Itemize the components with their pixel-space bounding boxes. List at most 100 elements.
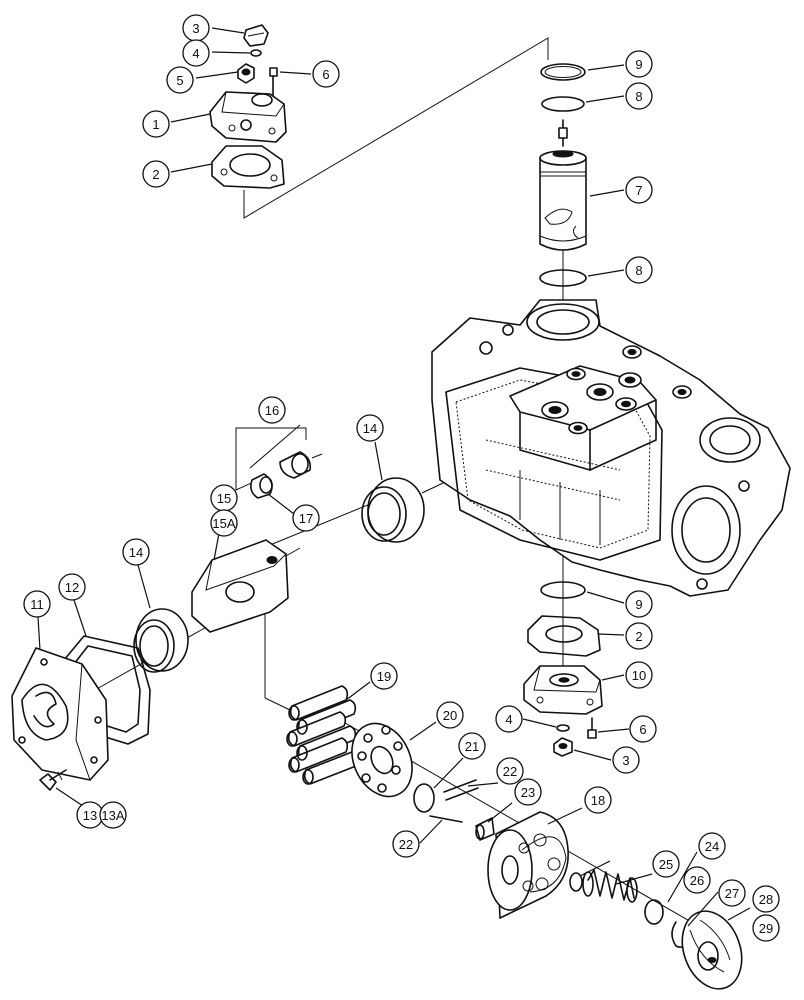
callout-c6a: 6	[312, 60, 340, 88]
callout-bubble	[23, 590, 51, 618]
gasket-2-top	[211, 145, 285, 189]
callout-bubble	[370, 662, 398, 690]
washer-26	[644, 899, 664, 925]
callout-bubble	[514, 778, 542, 806]
callout-c24: 24	[698, 832, 726, 860]
spring-25	[582, 869, 638, 903]
callout-c19: 19	[370, 662, 398, 690]
callout-bubble	[629, 715, 657, 743]
callout-label: 23	[521, 785, 535, 800]
callout-bubble	[625, 50, 653, 78]
callout-bubble	[625, 256, 653, 284]
callout-c3a: 3	[182, 14, 210, 42]
callout-label: 9	[635, 597, 642, 612]
callout-bubble	[99, 801, 127, 829]
callout-bubble	[392, 830, 420, 858]
callout-bubble	[752, 914, 780, 942]
callout-c20: 20	[436, 701, 464, 729]
screw-6-top	[269, 67, 278, 99]
callout-label: 17	[299, 511, 313, 526]
bolt-13	[39, 769, 67, 791]
callout-c17: 17	[292, 504, 320, 532]
seal-8-bottom	[539, 269, 587, 287]
callout-label: 6	[639, 722, 646, 737]
callout-label: 28	[759, 892, 773, 907]
callout-bubble	[625, 661, 653, 689]
callout-c8b: 8	[625, 256, 653, 284]
callout-bubble	[312, 60, 340, 88]
pins-22	[429, 779, 479, 823]
callout-label: 13	[83, 808, 97, 823]
callout-label: 4	[192, 46, 199, 61]
callout-bubble	[612, 746, 640, 774]
callout-c5: 5	[166, 66, 194, 94]
plug-3-bottom	[553, 737, 573, 757]
callout-c18: 18	[584, 786, 612, 814]
callout-bubble	[292, 504, 320, 532]
callout-c13: 13	[76, 801, 104, 829]
callout-c28: 28	[752, 885, 780, 913]
bearing-14-upper	[361, 477, 425, 543]
callout-bubble	[625, 622, 653, 650]
callout-c1: 1	[142, 110, 170, 138]
callout-label: 14	[363, 421, 377, 436]
callout-bubble	[698, 832, 726, 860]
callout-c25: 25	[652, 850, 680, 878]
plug-3-top	[243, 24, 269, 47]
callout-label: 2	[635, 629, 642, 644]
callout-bubble	[58, 573, 86, 601]
callout-label: 25	[659, 857, 673, 872]
valve-cover-1	[209, 91, 287, 143]
callout-bubble	[182, 39, 210, 67]
callout-c8a: 8	[625, 82, 653, 110]
callout-c27: 27	[718, 879, 746, 907]
callout-label: 2	[152, 167, 159, 182]
callout-c10: 10	[625, 661, 653, 689]
callout-bubble	[142, 160, 170, 188]
ring-21	[413, 783, 435, 813]
callout-c12: 12	[58, 573, 86, 601]
callout-label: 22	[503, 764, 517, 779]
callout-c29: 29	[752, 914, 780, 942]
snap-ring-9-bottom	[540, 581, 586, 599]
cylinder-barrel-18	[487, 811, 569, 919]
callout-label: 4	[505, 712, 512, 727]
callout-c2a: 2	[142, 160, 170, 188]
callout-bubble	[210, 509, 238, 537]
callout-label: 14	[129, 545, 143, 560]
callout-c11: 11	[23, 590, 51, 618]
callout-bubble	[625, 590, 653, 618]
oring-4-bottom	[556, 724, 570, 732]
sleeve-23	[475, 817, 495, 841]
callout-label: 16	[265, 403, 279, 418]
callout-label: 3	[192, 21, 199, 36]
callout-c13A: 13A	[99, 801, 127, 829]
callout-c9b: 9	[625, 590, 653, 618]
callout-bubble	[718, 879, 746, 907]
callout-label: 5	[176, 73, 183, 88]
valve-cover-10	[523, 665, 603, 715]
callout-label: 7	[635, 183, 642, 198]
callout-c4a: 4	[182, 39, 210, 67]
callout-label: 21	[465, 739, 479, 754]
callout-bubble	[496, 757, 524, 785]
callout-bubble	[166, 66, 194, 94]
callout-label: 15A	[212, 516, 235, 531]
callout-c21: 21	[458, 732, 486, 760]
callout-bubble	[683, 866, 711, 894]
leader-lines	[37, 27, 751, 927]
seal-8-top	[541, 96, 585, 112]
callout-label: 24	[705, 839, 719, 854]
callout-label: 8	[635, 89, 642, 104]
callout-label: 19	[377, 669, 391, 684]
callout-c15A: 15A	[210, 509, 238, 537]
callout-c9a: 9	[625, 50, 653, 78]
callout-bubble	[495, 705, 523, 733]
callout-c6b: 6	[629, 715, 657, 743]
callout-label: 22	[399, 837, 413, 852]
callout-label: 29	[759, 921, 773, 936]
nut-5	[237, 63, 255, 84]
callout-bubble	[436, 701, 464, 729]
